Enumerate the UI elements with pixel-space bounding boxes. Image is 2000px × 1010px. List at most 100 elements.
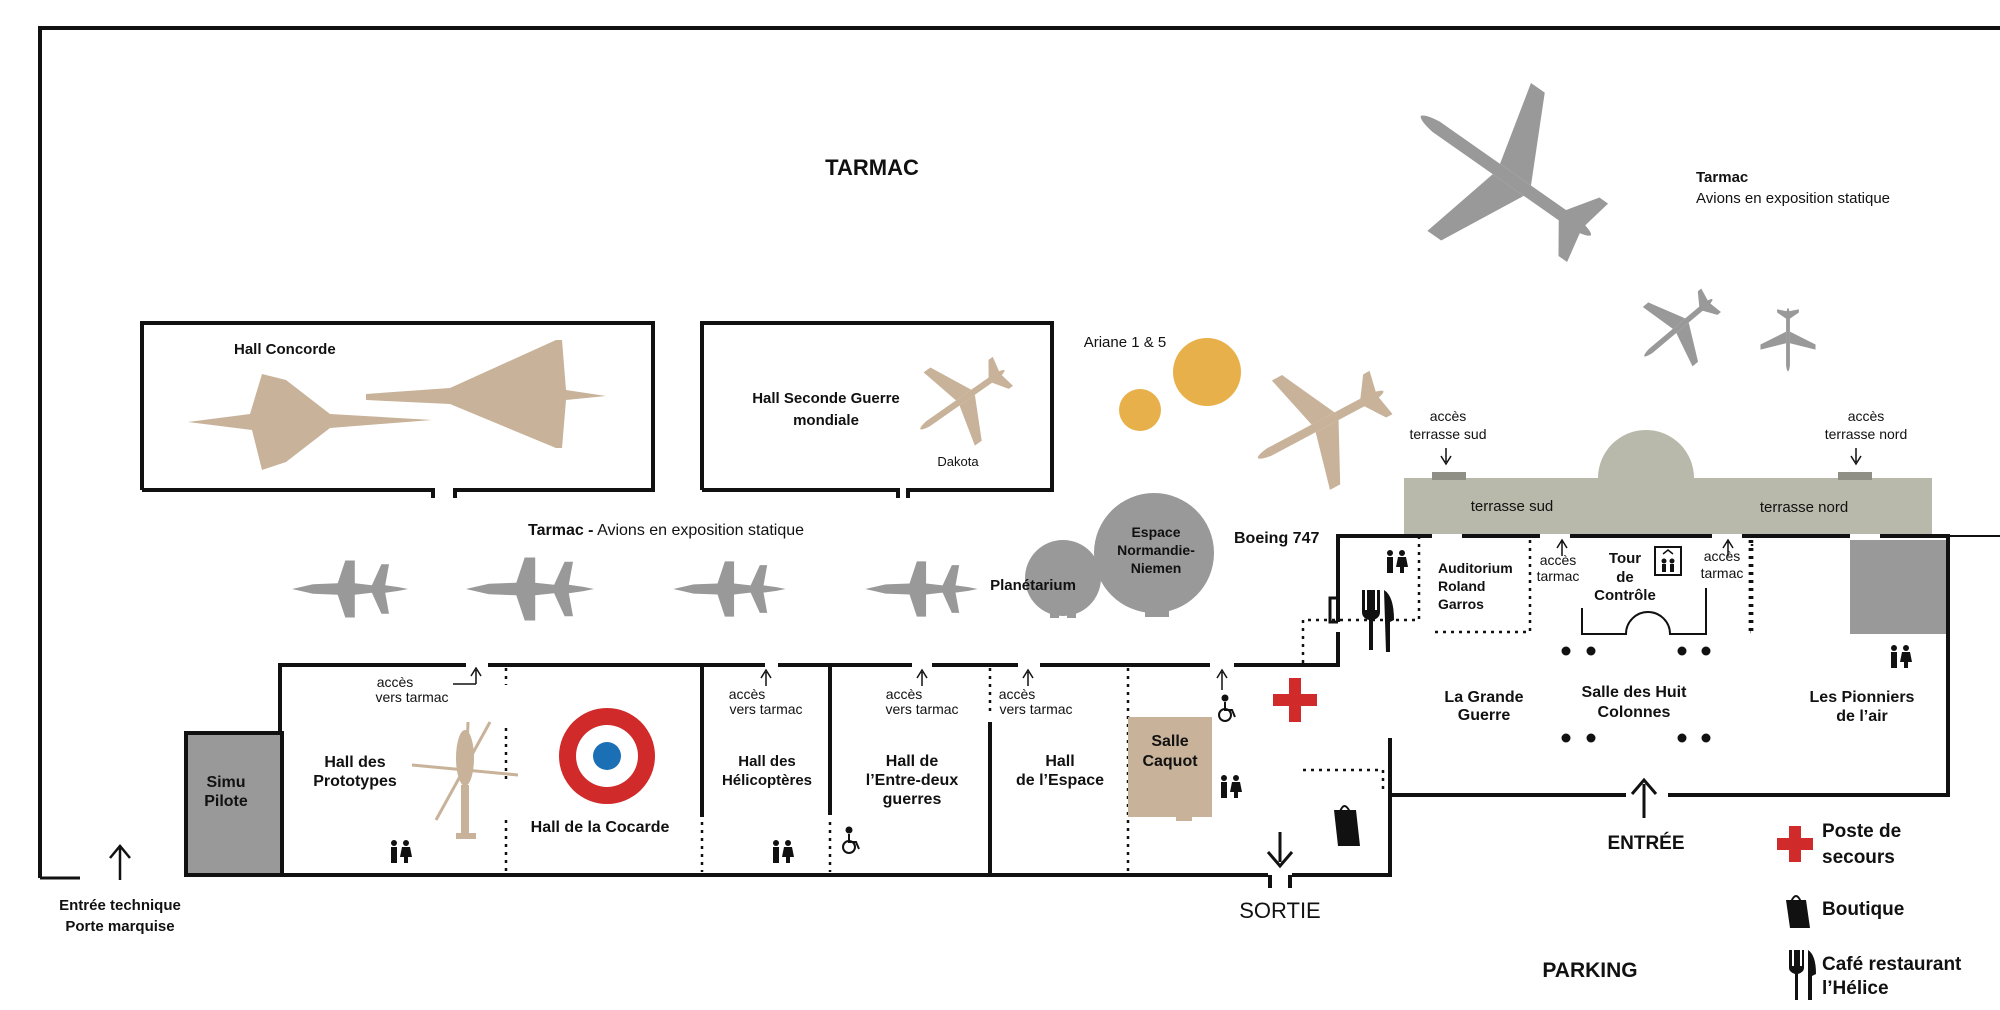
espace-nn-dome bbox=[1094, 493, 1214, 613]
terrace-nord-stairs bbox=[1838, 472, 1872, 480]
acces-label: accès bbox=[1704, 548, 1741, 564]
prototypes-label-2: Prototypes bbox=[313, 773, 397, 790]
cocarde-blue bbox=[593, 742, 621, 770]
acces-nord-label-2: terrasse nord bbox=[1825, 426, 1907, 442]
parking-label: PARKING bbox=[1542, 959, 1637, 982]
tarmac-access-label: tarmac bbox=[1701, 565, 1744, 581]
fighter-jet-icon-3 bbox=[673, 561, 786, 617]
fighter-jet-icon-1 bbox=[292, 560, 408, 618]
entree-arrow-icon bbox=[1630, 777, 1658, 818]
hall-concorde-label: Hall Concorde bbox=[234, 341, 336, 358]
restaurant-icon bbox=[1362, 590, 1394, 652]
tarmac-label: TARMAC bbox=[825, 155, 919, 180]
terrace-sud-label: terrasse sud bbox=[1471, 498, 1554, 515]
simu-label-2: Pilote bbox=[204, 793, 248, 810]
espace-nn-foot bbox=[1145, 603, 1169, 617]
espace-label-2: de l’Espace bbox=[1016, 772, 1104, 789]
legend-secours-label-1: Poste de bbox=[1822, 821, 1901, 842]
pionniers-label-2: de l’air bbox=[1836, 708, 1888, 725]
legend-secours-label-2: secours bbox=[1822, 847, 1895, 868]
main-building-walls bbox=[278, 534, 1950, 877]
vers-tarmac-label: vers tarmac bbox=[729, 701, 802, 717]
concorde-icon bbox=[188, 340, 606, 470]
legend-restaurant-icon bbox=[1789, 950, 1816, 1000]
simu-pilote-room bbox=[184, 731, 284, 877]
legend-cafe-label-1: Café restaurant bbox=[1822, 954, 1962, 975]
vers-tarmac-label: vers tarmac bbox=[885, 701, 958, 717]
salle-caquot-step bbox=[1176, 813, 1192, 821]
acces-sud-label-1: accès bbox=[1430, 408, 1467, 424]
acces-sud-label-2: terrasse sud bbox=[1409, 426, 1486, 442]
pionniers-label-1: Les Pionniers bbox=[1810, 689, 1915, 706]
first-aid-icon bbox=[1273, 678, 1317, 722]
cocarde-label: Hall de la Cocarde bbox=[531, 819, 670, 836]
entree-technique-label-2: Porte marquise bbox=[65, 918, 174, 935]
tarmac-right-title: Tarmac bbox=[1696, 169, 1748, 186]
wall-notch bbox=[1328, 596, 1338, 624]
pionniers-block bbox=[1850, 540, 1946, 634]
fighter-jet-icon-2 bbox=[465, 557, 594, 621]
helicopteres-label-2: Hélicoptères bbox=[722, 772, 812, 789]
espace-nn-label-2: Normandie- bbox=[1117, 542, 1195, 558]
acces-label: accès bbox=[999, 686, 1036, 702]
hall-ww2-label-1: Hall Seconde Guerre bbox=[752, 390, 900, 407]
ariane-label: Ariane 1 & 5 bbox=[1084, 334, 1167, 351]
entre-deux-label-1: Hall de bbox=[886, 753, 939, 770]
helicopter-body-icon bbox=[456, 730, 476, 839]
simu-label-1: Simu bbox=[206, 774, 245, 791]
legend-shop-icon bbox=[1786, 895, 1810, 928]
light-plane-icon bbox=[1760, 308, 1816, 372]
fighter-jet-icon-4 bbox=[865, 561, 978, 617]
sortie-arrow-icon bbox=[1266, 832, 1294, 869]
auditorium-label-3: Garros bbox=[1438, 596, 1484, 612]
auditorium-label-1: Auditorium bbox=[1438, 560, 1513, 576]
acces-label: accès bbox=[377, 674, 414, 690]
entre-deux-label-2: l’Entre-deux bbox=[866, 772, 959, 789]
planetarium-foot bbox=[1050, 608, 1059, 618]
auditorium-label-2: Roland bbox=[1438, 578, 1485, 594]
boeing-747-icon bbox=[1228, 336, 1413, 513]
grande-guerre-label-2: Guerre bbox=[1458, 707, 1511, 724]
espace-label-1: Hall bbox=[1045, 753, 1074, 770]
espace-nn-label-3: Niemen bbox=[1131, 560, 1182, 576]
tarmac-right-subtitle: Avions en exposition statique bbox=[1696, 190, 1890, 207]
acces-label: accès bbox=[886, 686, 923, 702]
tour-label-1: Tour bbox=[1609, 550, 1641, 567]
dotted-partition-extra bbox=[1748, 540, 1754, 632]
acces-nord-arrow-icon bbox=[1850, 448, 1862, 466]
entree-label: ENTRÉE bbox=[1607, 832, 1684, 854]
terrace-dome bbox=[1598, 430, 1694, 478]
shop-icon bbox=[1334, 805, 1360, 846]
wheelchair-icon bbox=[842, 694, 1236, 854]
tour-label-3: Contrôle bbox=[1594, 587, 1656, 604]
entre-deux-label-3: guerres bbox=[883, 791, 942, 808]
airliner-icon bbox=[1368, 42, 1643, 310]
elevator-icon bbox=[1654, 546, 1682, 576]
tarmac-boundary bbox=[38, 26, 2000, 878]
acces-label: accès bbox=[729, 686, 766, 702]
tour-controle-outline bbox=[1581, 588, 1707, 635]
tarmac-mid-label: Tarmac - Avions en exposition statique bbox=[528, 522, 804, 539]
legend-first-aid-icon bbox=[1777, 826, 1813, 862]
ariane-1-icon bbox=[1119, 389, 1161, 431]
acces-nord-label-1: accès bbox=[1848, 408, 1885, 424]
vers-tarmac-label: vers tarmac bbox=[999, 701, 1072, 717]
legend-boutique-label: Boutique bbox=[1822, 899, 1904, 920]
planetarium-dome bbox=[1025, 540, 1101, 616]
technical-entry-arrow-icon bbox=[109, 844, 131, 880]
access-arrows bbox=[453, 538, 1734, 690]
sortie-label: SORTIE bbox=[1239, 898, 1321, 923]
terrace-sud-stairs bbox=[1432, 472, 1466, 480]
espace-nn-label-1: Espace bbox=[1131, 524, 1180, 540]
tarmac-access-label: tarmac bbox=[1537, 568, 1580, 584]
legend: Poste de secours Boutique Café restauran… bbox=[1777, 821, 1962, 1000]
planetarium-foot bbox=[1067, 608, 1076, 618]
huit-colonnes-label-1: Salle des Huit bbox=[1582, 684, 1688, 701]
caquot-label-2: Caquot bbox=[1142, 753, 1198, 770]
small-plane-icon bbox=[1619, 269, 1738, 386]
hall-ww2-label-2: mondiale bbox=[793, 412, 859, 429]
entree-technique-label-1: Entrée technique bbox=[59, 897, 181, 914]
boeing-label: Boeing 747 bbox=[1234, 530, 1319, 547]
huit-colonnes-label-2: Colonnes bbox=[1598, 704, 1671, 721]
